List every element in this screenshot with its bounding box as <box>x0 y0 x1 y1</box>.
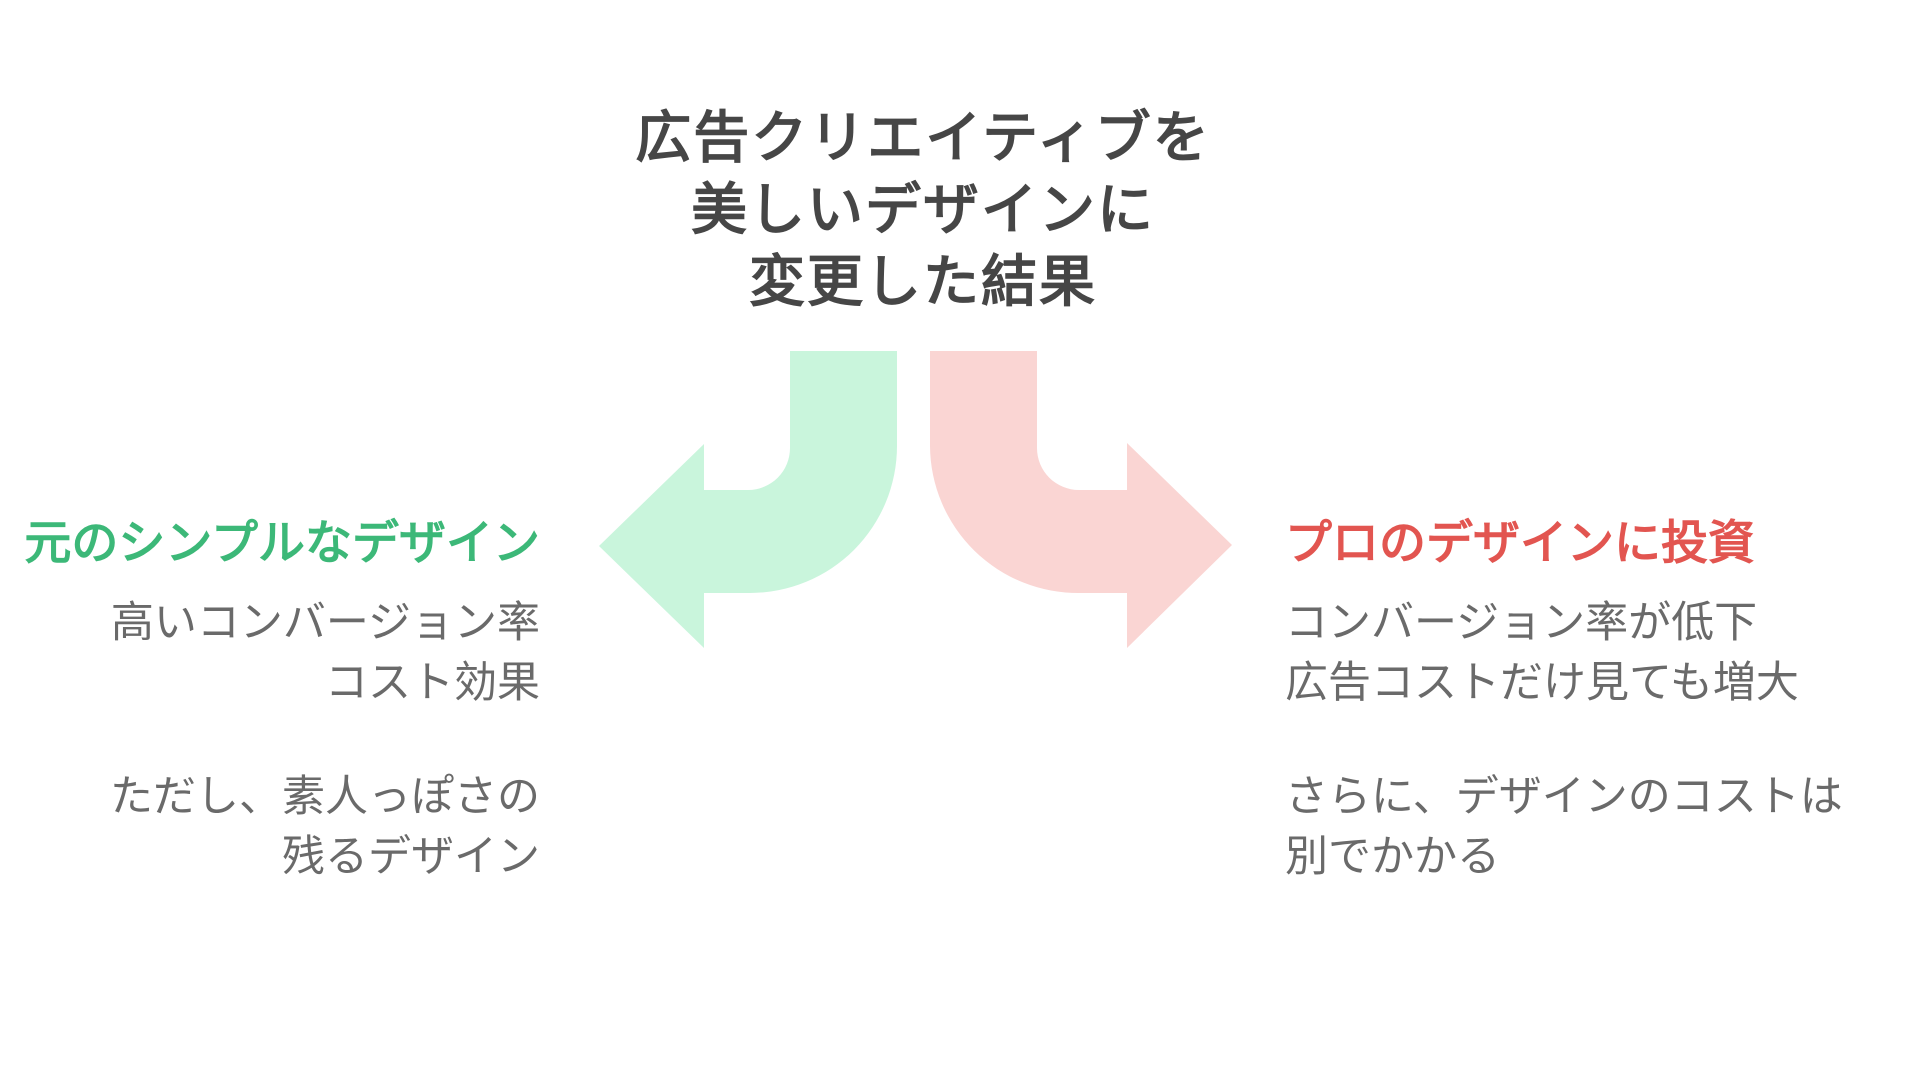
curved-arrow-left-icon <box>599 351 897 648</box>
branch-left-para2: ただし、素人っぽさの 残るデザイン <box>24 767 540 887</box>
branch-left-heading: 元のシンプルなデザイン <box>24 516 540 569</box>
branch-right-para1: コンバージョン率が低下 広告コストだけ見ても増大 <box>1285 593 1843 713</box>
title-line-3: 変更した結果 <box>749 250 1097 313</box>
page-title: 広告クリエイティブを 美しいデザインに 変更した結果 <box>0 102 1846 318</box>
branch-left: 元のシンプルなデザイン 高いコンバージョン率 コスト効果 ただし、素人っぽさの … <box>24 515 540 887</box>
body-line: 別でかかる <box>1285 833 1500 881</box>
title-line-2: 美しいデザインに <box>691 178 1155 241</box>
body-line: コンバージョン率が低下 <box>1285 599 1758 647</box>
body-line: コスト効果 <box>325 659 540 707</box>
branch-right-heading: プロのデザインに投資 <box>1285 516 1755 569</box>
body-line: さらに、デザインのコストは <box>1285 773 1843 821</box>
body-line: 広告コストだけ見ても増大 <box>1285 659 1799 707</box>
curved-arrow-right-icon <box>930 351 1232 648</box>
body-line: 残るデザイン <box>282 833 540 881</box>
body-line: 高いコンバージョン率 <box>110 599 540 647</box>
body-line: ただし、素人っぽさの <box>110 773 540 821</box>
branch-left-para1: 高いコンバージョン率 コスト効果 <box>24 593 540 713</box>
title-line-1: 広告クリエイティブを <box>635 106 1211 169</box>
branch-right: プロのデザインに投資 コンバージョン率が低下 広告コストだけ見ても増大 さらに、… <box>1285 515 1843 887</box>
branch-right-para2: さらに、デザインのコストは 別でかかる <box>1285 767 1843 887</box>
